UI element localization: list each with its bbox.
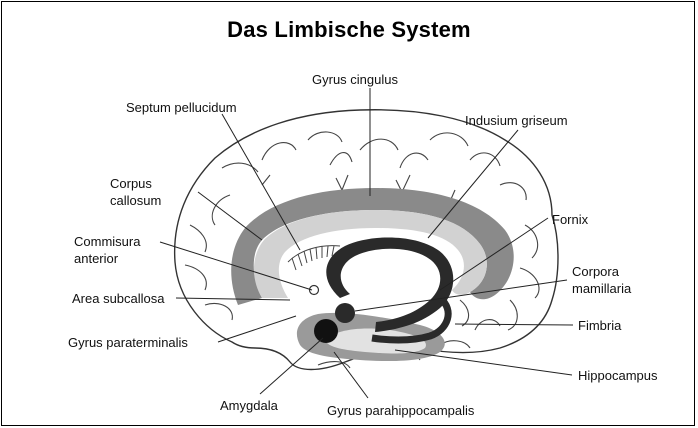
label-corpus-callosum-line2: callosum (110, 193, 161, 208)
label-indusium-griseum: Indusium griseum (465, 113, 568, 128)
label-gyrus-paraterminalis: Gyrus paraterminalis (68, 335, 188, 350)
label-fornix: Fornix (552, 212, 588, 227)
label-gyrus-parahippocampalis: Gyrus parahippocampalis (327, 403, 474, 418)
label-septum-pellucidum: Septum pellucidum (126, 100, 237, 115)
label-gyrus-cingulus: Gyrus cingulus (312, 72, 398, 87)
label-corpora-mamillaria-line2: mamillaria (572, 281, 631, 296)
label-hippocampus: Hippocampus (578, 368, 658, 383)
label-corpora-mamillaria-line1: Corpora (572, 264, 619, 279)
label-corpus-callosum-line1: Corpus (110, 176, 152, 191)
label-fimbria: Fimbria (578, 318, 621, 333)
amygdala-dot (314, 319, 338, 343)
label-commisura-anterior-line2: anterior (74, 251, 118, 266)
corpora-mamillaria-dot (335, 303, 355, 323)
label-commisura-anterior-line1: Commisura (74, 234, 140, 249)
label-amygdala: Amygdala (220, 398, 278, 413)
label-area-subcallosa: Area subcallosa (72, 291, 165, 306)
leader-hippocampus (395, 350, 572, 375)
